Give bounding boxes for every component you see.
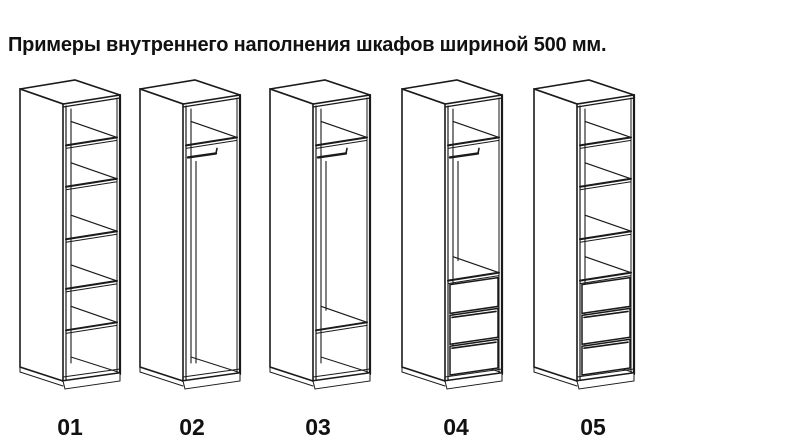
plinth [576,372,635,390]
drawer-front [581,338,631,376]
shelf-front-edge [447,271,500,282]
top-panel-edge [312,97,371,108]
plinth [444,372,503,390]
shelf-front-edge [65,324,118,334]
shelf-front-edge [65,181,118,191]
drawer-front [581,307,631,346]
cabinet-label-03: 03 [305,414,331,440]
shelf-front-edge [579,177,632,188]
shelf-front-edge [65,139,118,149]
hanging-rod-bracket [215,147,218,155]
shelf-front-edge [65,136,118,147]
shelf-depth-line [584,256,632,274]
shelf-front-edge [65,279,118,290]
shelf-depth-line [584,120,632,139]
shelf-depth-line [70,120,118,139]
bottom-depth-line [190,356,239,373]
drawer-handle [583,341,629,350]
plinth-side [533,371,578,387]
left-side-panel [401,87,446,383]
left-side-panel [19,87,64,383]
shelf-depth-line [70,162,118,180]
shelf-depth-line [70,264,118,282]
cabinet-01 [19,79,122,390]
cabinet-05 [533,79,636,390]
cabinet-03 [269,79,372,390]
drawer-handle [451,310,497,319]
plinth-side [269,371,314,387]
shelf-front-edge [579,136,632,147]
shelf-depth-line [190,120,238,139]
hanging-rod-bracket [477,147,480,155]
cabinet-04 [401,79,504,390]
plinth [62,372,121,390]
shelf-front-edge [579,230,632,241]
shelf-front-edge [65,233,118,243]
bottom-depth-line [70,356,119,373]
left-side-panel [533,87,578,383]
plinth [182,372,241,390]
bottom-front-edge [576,368,635,378]
hanging-rod-bracket [345,147,348,155]
drawer-handle [451,341,497,350]
bottom-front-edge [312,368,371,378]
page-title: Примеры внутреннего наполнения шкафов ши… [8,34,607,56]
hanging-rod-icon [316,152,348,159]
drawer-front [449,307,499,346]
bottom-front-edge [182,368,241,378]
shelf-depth-line [320,305,368,323]
shelf-front-edge [579,271,632,282]
shelf-front-edge [65,321,118,332]
shelf-front-edge [579,233,632,243]
shelf-front-edge [447,136,500,147]
shelf-front-edge [65,230,118,241]
plinth-side [401,371,446,387]
shelf-depth-line [320,120,368,139]
drawer-front [449,276,499,315]
drawer-front [581,276,631,315]
shelf-front-edge [315,139,368,149]
cabinet-02 [139,79,242,390]
drawer-front [449,338,499,376]
shelf-front-edge [315,136,368,147]
top-panel-edge [444,97,503,108]
shelf-front-edge [447,139,500,149]
bottom-depth-line [320,356,369,373]
top-panel-edge [576,97,635,108]
shelf-depth-line [452,120,500,139]
shelf-front-edge [185,136,238,147]
cabinet-label-05: 05 [580,414,606,440]
hanging-rod-icon [448,152,480,159]
shelf-front-edge [315,321,368,332]
shelf-front-edge [185,139,238,149]
shelf-front-edge [65,283,118,293]
shelf-front-edge [579,181,632,191]
shelf-depth-line [70,305,118,323]
hanging-rod-icon [186,152,218,159]
shelf-front-edge [579,275,632,285]
shelf-depth-line [452,256,500,274]
cabinet-label-04: 04 [443,414,469,440]
plinth-side [139,371,184,387]
shelf-depth-line [584,162,632,180]
left-side-panel [269,87,314,383]
bottom-front-edge [444,368,503,378]
cabinet-label-01: 01 [57,414,83,440]
shelf-depth-line [70,214,118,232]
shelf-front-edge [579,139,632,149]
left-side-panel [139,87,184,383]
top-panel-edge [182,97,241,108]
shelf-front-edge [315,324,368,334]
plinth [312,372,371,390]
bottom-front-edge [62,368,121,378]
top-panel-edge [62,97,121,108]
drawer-handle [583,310,629,319]
shelf-front-edge [65,177,118,188]
shelf-depth-line [584,214,632,232]
shelf-front-edge [447,275,500,285]
cabinet-label-02: 02 [179,414,205,440]
plinth-side [19,371,64,387]
